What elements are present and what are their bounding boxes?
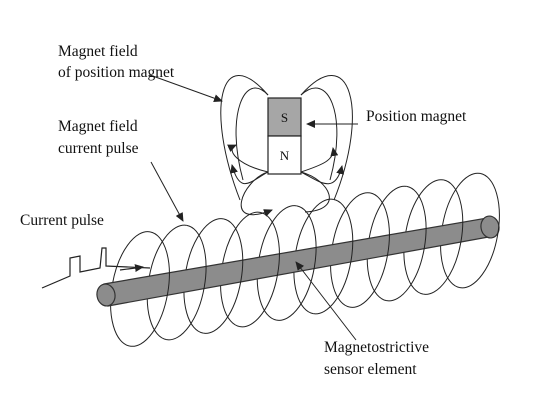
magnet-south-label: S bbox=[281, 110, 288, 125]
field-position-magnet-label-line2: of position magnet bbox=[58, 64, 175, 81]
field-loop-front bbox=[239, 211, 280, 328]
position-magnet-field-lines bbox=[220, 75, 353, 217]
position-magnet-label: Position magnet bbox=[366, 108, 467, 125]
position-magnet: S N bbox=[267, 97, 302, 175]
field-current-pulse-label-line1: Magnet field bbox=[58, 118, 138, 135]
sensor-element-label-line2: sensor element bbox=[324, 361, 417, 378]
current-pulse-waveform bbox=[41, 247, 151, 289]
field-loop-front bbox=[129, 231, 170, 347]
label-pointers bbox=[149, 74, 358, 341]
current-pulse-field-loops-front bbox=[129, 172, 500, 347]
magnet-north-pole bbox=[267, 135, 302, 175]
field-loop-front bbox=[203, 218, 244, 334]
magnet-south-pole bbox=[267, 97, 302, 137]
sensor-rod bbox=[96, 215, 500, 307]
field-loop-front bbox=[313, 198, 354, 315]
field-loop-front bbox=[386, 185, 427, 302]
field-loop-front bbox=[459, 172, 500, 289]
field-position-magnet-label-line1: Magnet field bbox=[58, 43, 138, 60]
current-pulse-label: Current pulse bbox=[20, 212, 104, 229]
sensor-element-label-line1: Magnetostrictive bbox=[324, 339, 429, 356]
field-loop-front bbox=[166, 224, 207, 341]
field-loop-front bbox=[349, 192, 390, 308]
field-loop-front bbox=[423, 179, 464, 295]
field-loop-front bbox=[276, 205, 317, 321]
field-current-pulse-label-line2: current pulse bbox=[58, 140, 139, 157]
magnet-north-label: N bbox=[280, 148, 290, 163]
